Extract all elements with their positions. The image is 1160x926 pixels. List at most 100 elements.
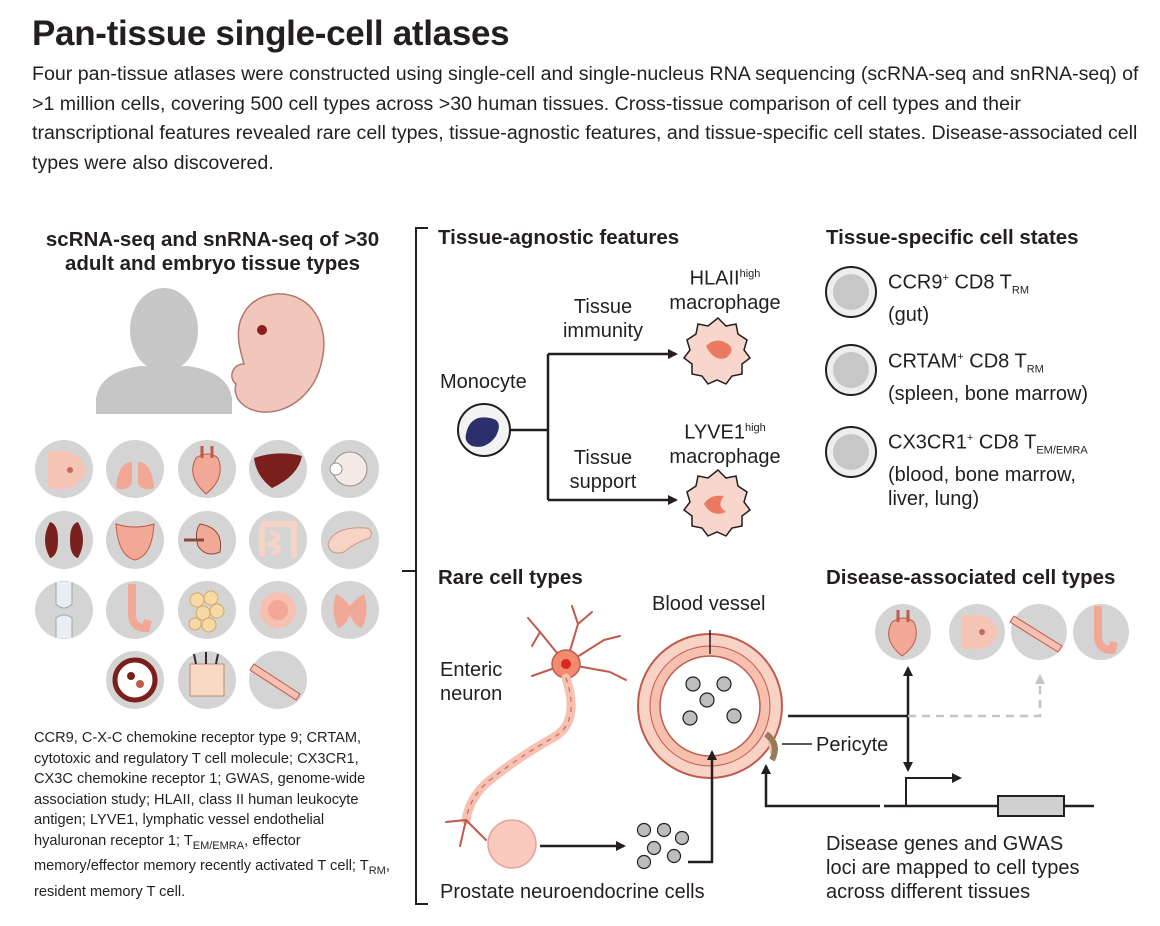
intestine-icon [249, 511, 307, 569]
pancreas-icon [321, 511, 379, 569]
skin-icon [178, 651, 236, 709]
disease-heading: Disease-associated cell types [826, 566, 1116, 589]
state-cx3cr1-location1: (blood, bone marrow, [888, 463, 1076, 486]
tissue-immunity-line1: Tissue [573, 296, 633, 318]
state-crtam-name: CRTAM [888, 350, 958, 373]
blood-vessel-label: Blood vessel [652, 593, 766, 615]
abbreviations-footnote: CCR9, C-X-C chemokine receptor type 9; C… [34, 728, 396, 903]
enteric-neuron-icon [445, 605, 627, 847]
left-heading: scRNA-seq and snRNA-seq of >30 adult and… [30, 228, 395, 276]
footnote-part1: CCR9, C-X-C chemokine receptor type 9; C… [34, 730, 366, 849]
page-title: Pan-tissue single-cell atlases [32, 14, 510, 53]
enteric-line2: neuron [440, 683, 503, 705]
disease-esophagus-icon [1073, 604, 1129, 660]
tissue-support-line2: support [569, 471, 637, 493]
ccr9-t-cell-icon [825, 266, 877, 318]
gene-locus-icon [884, 773, 1094, 817]
left-heading-line1: scRNA-seq and snRNA-seq of >30 [45, 228, 380, 251]
prostate-label: Prostate neuroendocrine cells [440, 881, 705, 903]
pericyte-label: Pericyte [816, 734, 889, 756]
hlaii-word: macrophage [669, 291, 781, 314]
esophagus-icon [106, 581, 164, 639]
footnote-sub1: EM/EMRA [192, 839, 245, 852]
heart-icon [178, 440, 236, 498]
genes-line2: loci are mapped to cell types [826, 857, 1080, 879]
hlaii-name: HLAII [689, 267, 740, 290]
state-cx3cr1-sub: EM/EMRA [1036, 444, 1088, 457]
bladder-icon [106, 511, 164, 569]
lung-icon [106, 440, 164, 498]
lyve1-name: LYVE1 [684, 421, 745, 444]
left-heading-line2: adult and embryo tissue types [64, 252, 361, 275]
state-ccr9-location: (gut) [888, 303, 930, 326]
monocyte-icon [457, 403, 511, 457]
footnote-sub2: RM [368, 865, 386, 878]
agnostic-heading: Tissue-agnostic features [438, 226, 680, 249]
state-crtam-sup: + [957, 351, 964, 363]
lyve1-macrophage-label: LYVE1high macrophage [660, 416, 790, 469]
eye-icon [321, 440, 379, 498]
breast-icon [35, 440, 93, 498]
neuroendocrine-granules-icon [636, 822, 690, 870]
hlaii-macrophage-label: HLAIIhigh macrophage [660, 262, 790, 315]
disease-breast-icon [949, 604, 1005, 660]
state-crtam-cd8: CD8 T [963, 350, 1027, 373]
specific-heading: Tissue-specific cell states [826, 226, 1079, 249]
enteric-neuron-label: Enteric neuron [440, 658, 502, 706]
lyve1-sup: high [744, 422, 766, 434]
disease-muscle-icon [1009, 604, 1067, 660]
disease-heart-icon [875, 604, 931, 660]
thyroid-icon [321, 581, 379, 639]
tissue-immunity-line2: immunity [562, 320, 643, 342]
state-crtam-sub: RM [1026, 363, 1044, 376]
kidney-icon [35, 511, 93, 569]
disease-arrows [761, 666, 1045, 808]
footnote-part3: , resident memory T cell. [34, 858, 390, 900]
state-cx3cr1-cd8: CD8 T [973, 431, 1037, 454]
state-cx3cr1-name: CX3CR1 [888, 431, 967, 454]
fat-tissue-icon [178, 581, 236, 639]
lyve1-macrophage-icon [682, 468, 752, 537]
muscle-icon [249, 651, 307, 709]
state-cx3cr1: CX3CR1+ CD8 TEM/EMRA (blood, bone marrow… [888, 426, 1088, 511]
bone-marrow-icon [106, 651, 164, 709]
summary-text: Four pan-tissue atlases were constructed… [32, 63, 1139, 174]
lyve1-word: macrophage [669, 445, 781, 468]
state-crtam: CRTAM+ CD8 TRM (spleen, bone marrow) [888, 345, 1088, 406]
footnote-part2: , effector memory/effector memory recent… [34, 832, 369, 875]
monocyte-label: Monocyte [440, 371, 527, 393]
disease-organs [875, 604, 1129, 660]
differentiation-arrows [510, 349, 678, 505]
person-silhouette-icon [96, 288, 232, 414]
cx3cr1-t-cell-icon [825, 426, 877, 478]
enteric-line1: Enteric [440, 659, 503, 681]
state-ccr9-sup: + [942, 272, 949, 284]
genes-line1: Disease genes and GWAS [826, 833, 1064, 855]
organ-grid [35, 440, 379, 709]
t-cell-icons [825, 266, 877, 478]
rare-heading: Rare cell types [438, 566, 583, 589]
state-ccr9-cd8: CD8 T [948, 271, 1012, 294]
blood-vessel-icon [637, 630, 812, 779]
embryo-icon [231, 293, 325, 413]
crtam-t-cell-icon [825, 344, 877, 396]
hlaii-macrophage-icon [682, 316, 752, 385]
state-ccr9-sub: RM [1011, 284, 1029, 297]
state-cx3cr1-location2: liver, lung) [888, 487, 980, 510]
tissue-support-label: Tissue support [548, 446, 658, 494]
state-ccr9-name: CCR9 [888, 271, 943, 294]
spleen-icon [178, 511, 236, 569]
prostate-cell-icon [487, 819, 537, 869]
section-bracket [402, 227, 428, 905]
rare-arrows [540, 750, 717, 864]
liver-icon [249, 440, 307, 498]
cell-icon [249, 581, 307, 639]
tissue-immunity-label: Tissue immunity [548, 295, 658, 343]
genes-line3: across different tissues [826, 881, 1031, 903]
state-ccr9: CCR9+ CD8 TRM (gut) [888, 266, 1029, 327]
state-crtam-location: (spleen, bone marrow) [888, 382, 1089, 405]
tissue-support-line1: Tissue [573, 447, 633, 469]
hlaii-sup: high [739, 268, 761, 280]
knee-joint-icon [35, 581, 93, 639]
